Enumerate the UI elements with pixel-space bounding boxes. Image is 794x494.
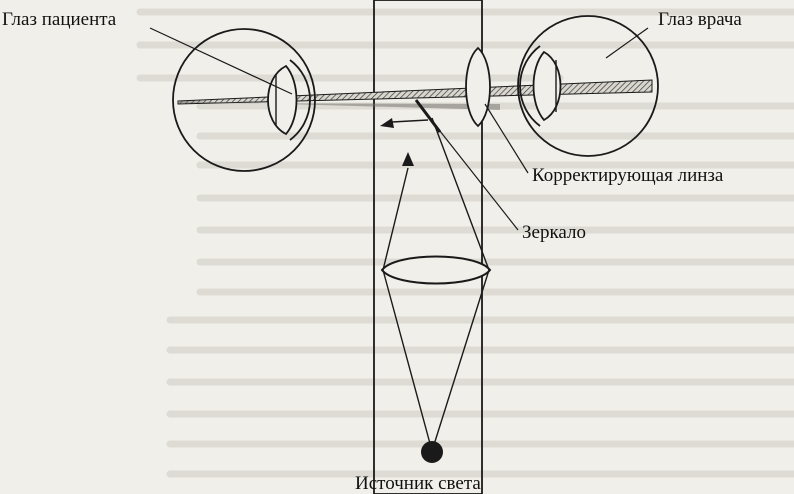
leader-doctor-eye [605,27,649,59]
label-mirror: Зеркало [522,222,586,243]
patient-eye [172,28,316,172]
correcting-lens-shape [465,46,491,128]
light-source-bulb [421,441,443,463]
label-light-source: Источник света [355,473,481,494]
label-doctor-eye: Глаз врача [658,9,742,30]
leader-correcting-lens [484,103,529,174]
light-beam-lower [178,101,500,110]
light-beam [177,79,653,105]
reflected-ray [391,119,429,123]
label-patient-eye: Глаз пациента [2,9,117,30]
arrows [380,118,414,166]
ray-right-upper [431,117,490,271]
label-correcting-lens: Корректирующая линза [532,165,724,186]
ray-right-lower [431,269,490,452]
instrument-housing [373,0,483,494]
leader-patient-eye [149,27,293,95]
condenser-lens-shape [380,255,492,285]
ray-left-upper [382,167,409,271]
ray-left-lower [382,269,433,452]
doctor-eye [517,15,659,157]
leader-mirror [435,125,519,231]
